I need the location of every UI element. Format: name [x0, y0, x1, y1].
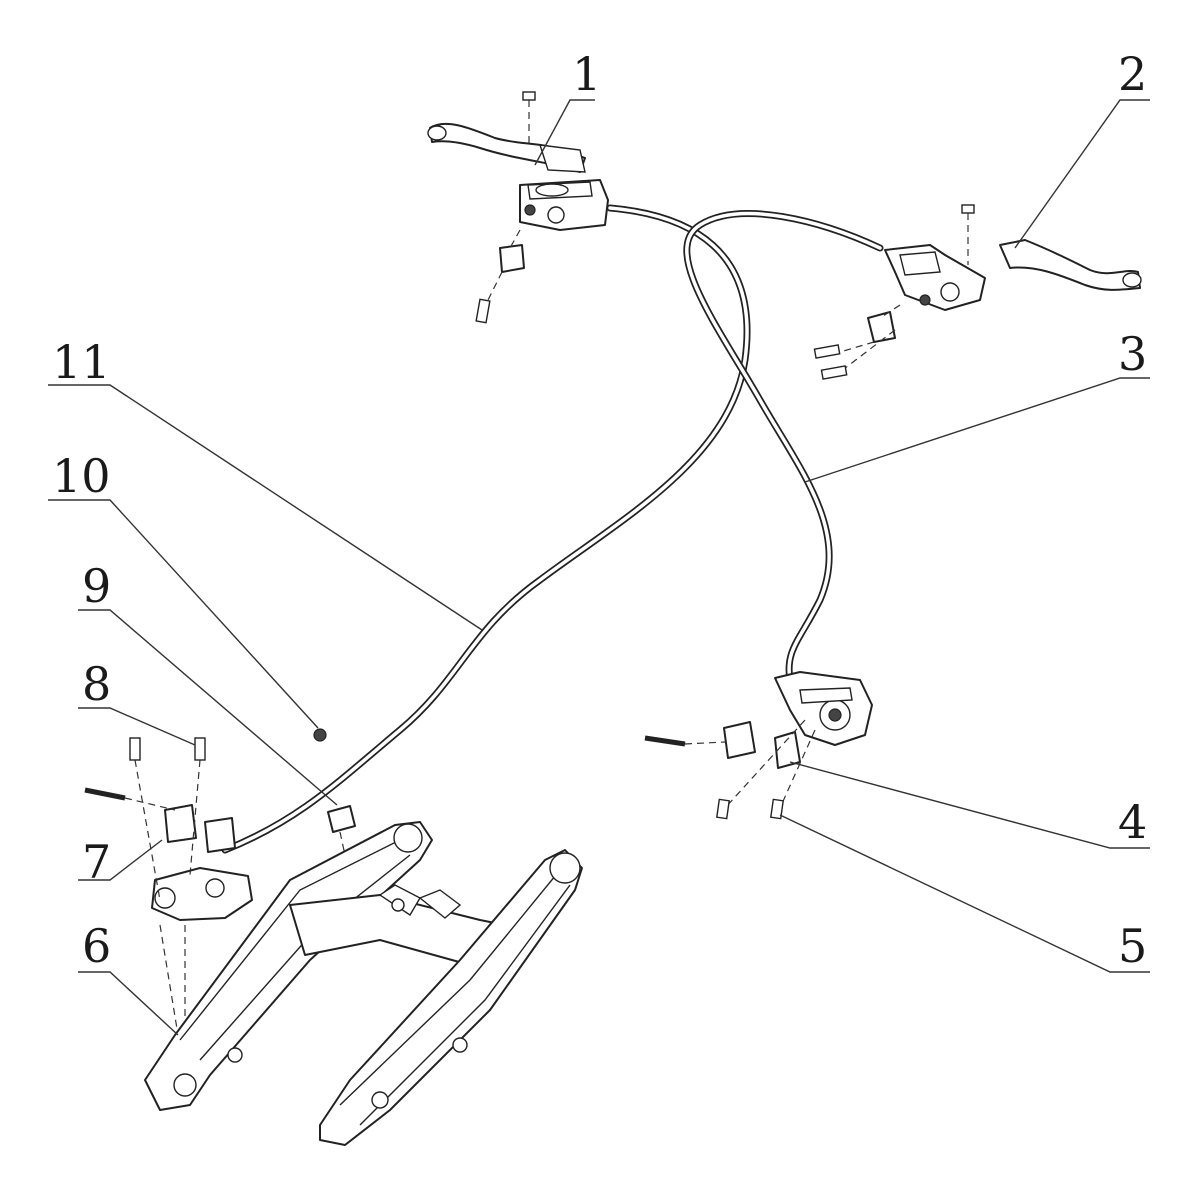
callout-5: 5 [1118, 919, 1147, 973]
rear-brake-caliper [84, 737, 253, 1036]
brake-hoses [221, 204, 884, 854]
leader-7 [78, 839, 163, 881]
leader-9 [78, 609, 338, 806]
swingarm [144, 821, 583, 1146]
callout-8: 8 [82, 657, 111, 711]
right-brake-master-cylinder [813, 204, 1142, 380]
callout-4: 4 [1118, 795, 1147, 849]
leader-11 [48, 384, 483, 631]
callout-11: 11 [52, 335, 111, 389]
leader-6 [78, 971, 179, 1036]
callout-7: 7 [82, 835, 111, 889]
callout-numbers: 1 2 3 4 5 6 7 8 9 10 11 [52, 47, 1147, 973]
leader-5 [779, 814, 1150, 973]
leader-8 [78, 707, 196, 746]
callout-10: 10 [52, 449, 111, 503]
leader-10 [48, 499, 319, 729]
callout-9: 9 [82, 559, 111, 613]
callout-1: 1 [572, 47, 601, 101]
callout-2: 2 [1118, 47, 1147, 101]
leader-1 [534, 99, 595, 166]
leader-2 [1014, 99, 1150, 249]
front-brake-caliper [644, 671, 873, 820]
leader-4 [789, 761, 1150, 849]
left-brake-master-cylinder [427, 91, 609, 324]
callout-6: 6 [82, 919, 111, 973]
hose-3 [683, 210, 884, 684]
leader-3 [804, 377, 1150, 483]
leader-lines [48, 99, 1150, 1036]
callout-3: 3 [1118, 327, 1147, 381]
